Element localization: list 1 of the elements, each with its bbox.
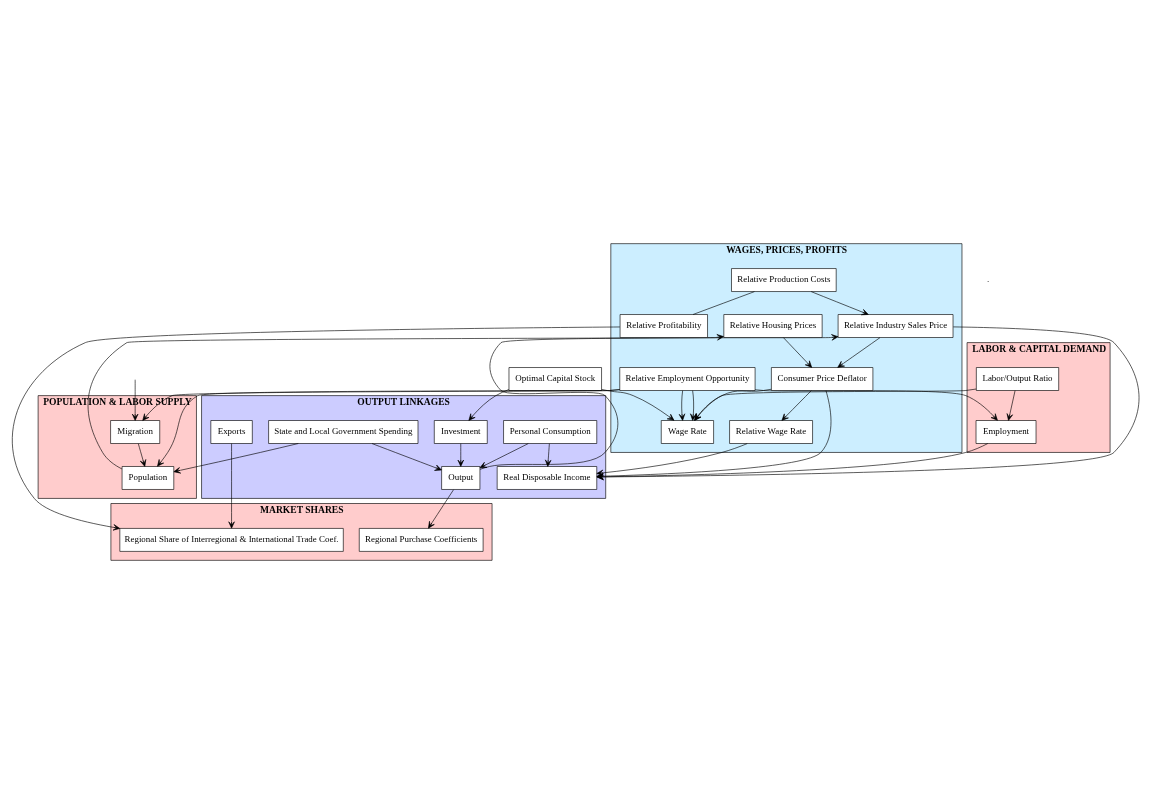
- label: .: [987, 273, 990, 284]
